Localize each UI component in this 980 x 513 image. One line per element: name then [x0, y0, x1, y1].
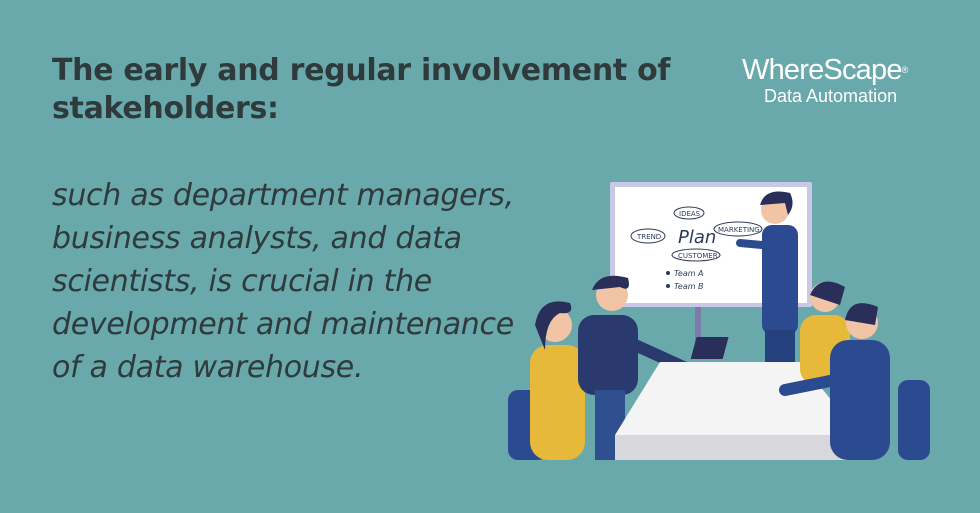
logo-brand: WhereScape [742, 54, 902, 86]
person-blue-right [779, 303, 890, 460]
conference-table [615, 337, 860, 460]
person-yellow-left [530, 301, 585, 460]
wherescape-logo: WhereScape® Data Automation [742, 54, 908, 106]
whiteboard-list-item: Team A [674, 269, 704, 278]
presenter-figure [736, 191, 798, 365]
chair [898, 380, 930, 460]
whiteboard-bubble: IDEAS [679, 210, 701, 218]
whiteboard-bubble: MARKETING [718, 226, 760, 234]
whiteboard-plan: Plan [678, 227, 716, 248]
page-heading: The early and regular involvement of sta… [52, 53, 671, 126]
registered-mark: ® [901, 65, 909, 75]
whiteboard-list-item: Team B [674, 282, 704, 291]
logo-tagline: Data Automation [764, 86, 898, 106]
whiteboard-bubble: CUSTOMER [678, 252, 718, 260]
whiteboard-bubble: TREND [636, 233, 661, 241]
body-text: such as department managers, business an… [52, 178, 514, 385]
meeting-illustration: Plan TREND IDEAS MARKETING CUSTOMER Team… [508, 182, 930, 460]
